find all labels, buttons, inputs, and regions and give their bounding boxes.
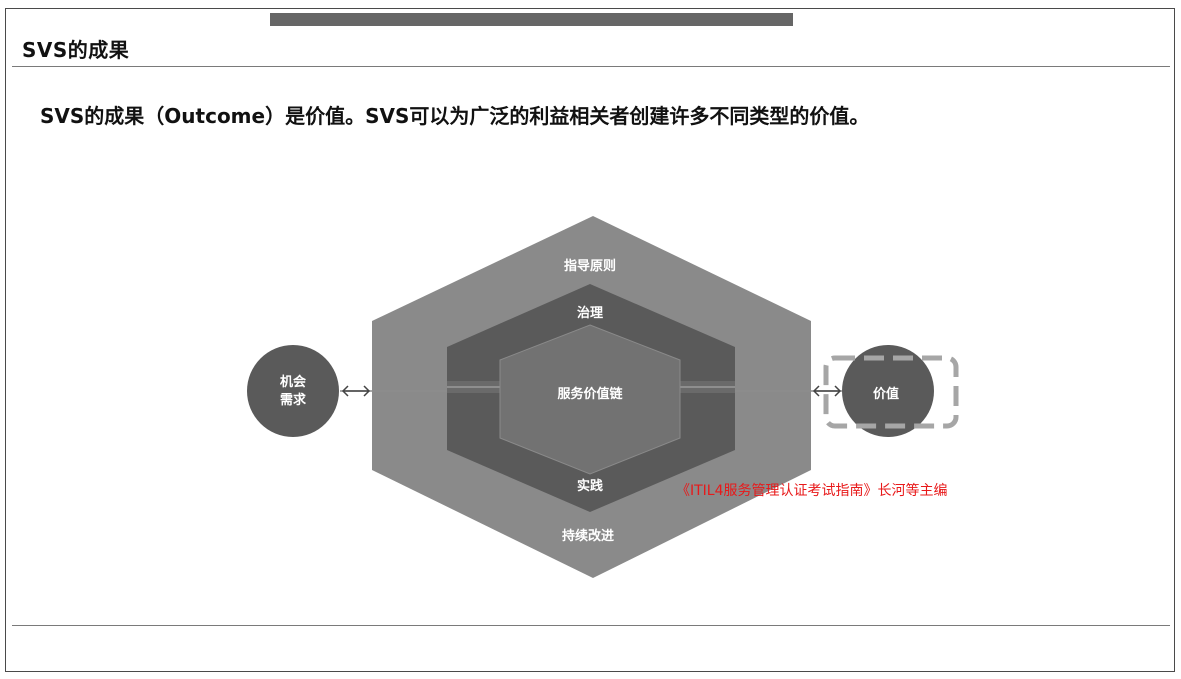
label-value: 价值 [873,386,899,402]
page-title: SVS的成果 [22,38,130,62]
label-guiding-principles: 指导原则 [564,258,616,274]
inner-hexagon [499,324,681,475]
left-double-arrow-icon [341,385,371,397]
label-demand: 需求 [280,392,307,408]
headline: SVS的成果（Outcome）是价值。SVS可以为广泛的利益相关者创建许多不同类… [40,104,870,128]
output-circle [842,345,934,437]
source-credit: 《ITIL4服务管理认证考试指南》长河等主编 [676,483,948,499]
output-dashed-frame [823,355,959,429]
label-governance: 治理 [577,305,603,321]
label-continual-improvement: 持续改进 [562,528,614,544]
right-double-arrow-icon [812,385,842,397]
label-practices: 实践 [577,478,603,494]
input-circle [247,345,339,437]
label-opportunity: 机会 [280,374,307,390]
bottom-divider [12,625,1170,626]
title-divider [12,66,1170,67]
top-bar [270,13,793,26]
slide-frame [5,8,1175,672]
label-value-chain: 服务价值链 [557,386,623,402]
